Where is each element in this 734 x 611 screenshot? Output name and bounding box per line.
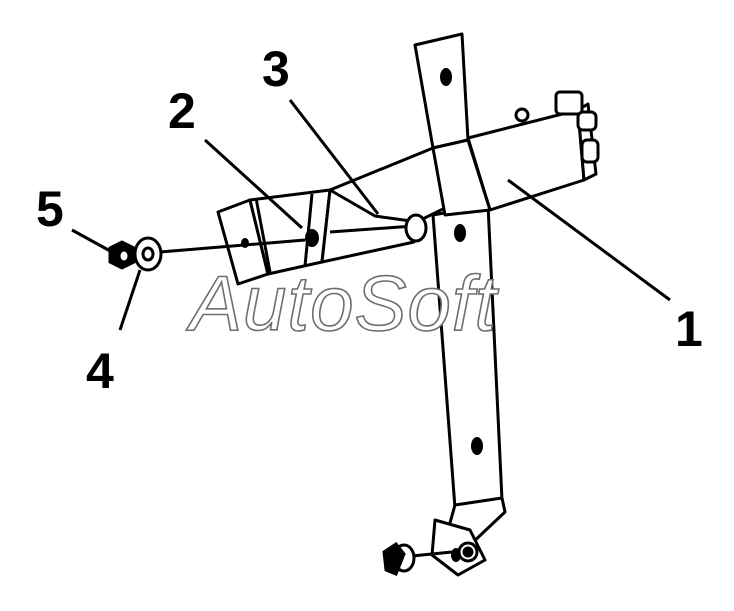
callout-5: 5: [36, 181, 64, 237]
leader-line-1: [507, 178, 671, 302]
washer-part-4: [133, 236, 306, 272]
watermark-logo: AutoSoft: [186, 259, 500, 347]
leader-line-4: [118, 269, 142, 331]
leader-line-5: [71, 228, 113, 254]
nut-part-5: [108, 240, 136, 270]
bottom-bolt-assembly: [382, 541, 479, 576]
callout-4: 4: [86, 343, 114, 399]
leader-line-3: [288, 99, 380, 215]
bracket-holes: [440, 68, 483, 562]
right-end-bolt: [514, 90, 600, 164]
callout-2: 2: [168, 83, 196, 139]
callout-3: 3: [262, 41, 290, 97]
callout-1: 1: [675, 301, 703, 357]
angle-bracket-part-3: [216, 188, 428, 286]
leader-lines: [71, 99, 671, 331]
leader-line-2: [203, 138, 304, 230]
